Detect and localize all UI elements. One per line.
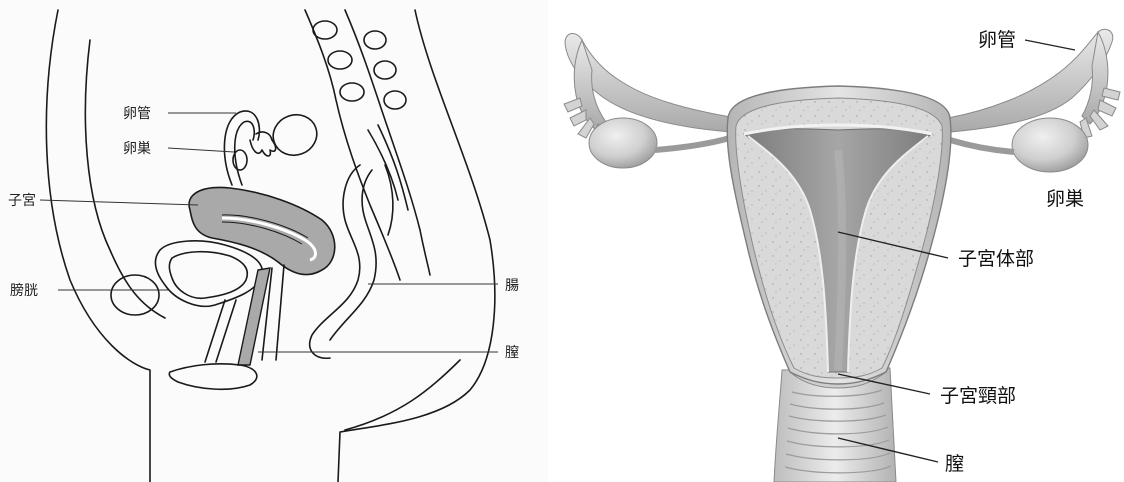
- leader-line-oviduct-right: [1025, 40, 1075, 50]
- label-bladder-left: 膀胱: [10, 282, 38, 299]
- label-intestine-left: 腸: [505, 278, 519, 294]
- label-vagina-right: 膣: [945, 453, 964, 475]
- ovarian-ligament-right: [950, 140, 1014, 152]
- label-oviduct-right: 卵管: [978, 29, 1016, 51]
- label-ovary-left: 卵巣: [123, 141, 151, 157]
- label-uterine-body: 子宮体部: [958, 248, 1034, 270]
- ovary-right: [1012, 118, 1088, 172]
- label-uterus-left: 子宮: [8, 193, 36, 209]
- right-frontal-diagram: 卵管 卵巣 子宮体部 子宮頸部 膣: [564, 29, 1120, 482]
- label-ovary-right: 卵巣: [1046, 188, 1084, 210]
- label-cervix: 子宮頸部: [940, 385, 1016, 407]
- label-vagina-left: 膣: [505, 344, 519, 361]
- ovarian-ligament-left: [655, 138, 730, 150]
- ovary-left: [589, 118, 657, 168]
- label-oviduct-left: 卵管: [123, 106, 151, 122]
- left-sagittal-diagram: 卵管 卵巣 子宮 膀胱 腸 膣: [0, 0, 548, 482]
